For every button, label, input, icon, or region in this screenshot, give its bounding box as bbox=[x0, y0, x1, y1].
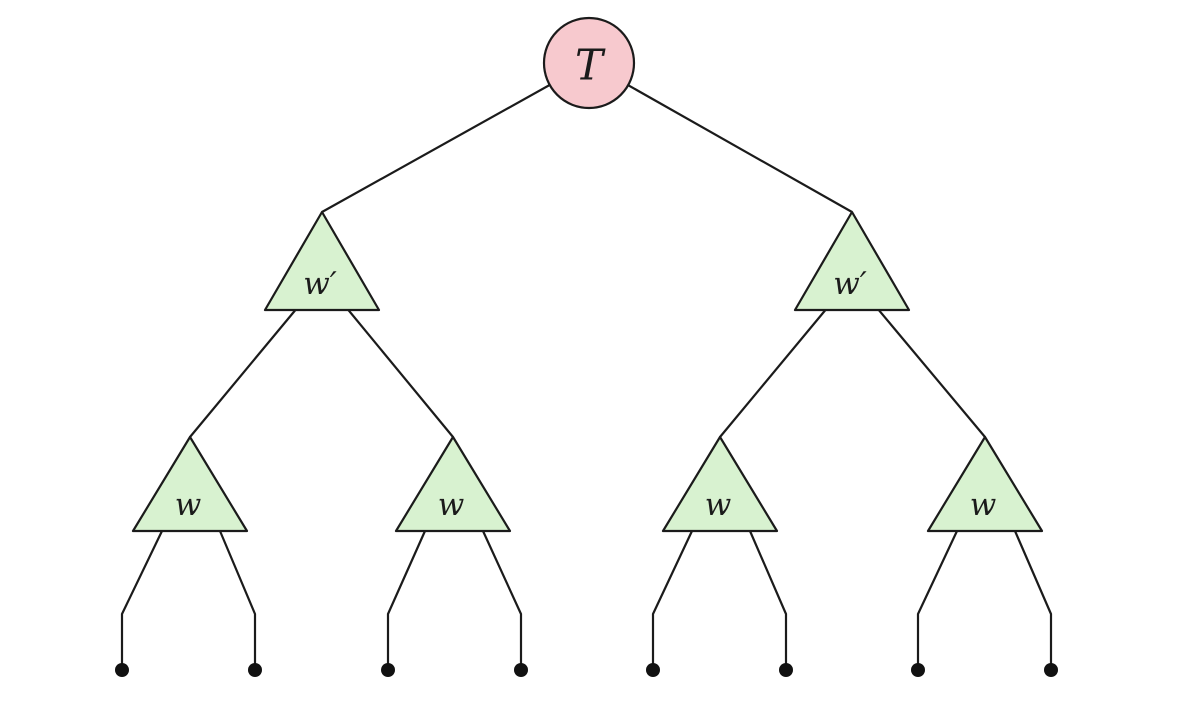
leaf-dot bbox=[911, 663, 925, 677]
word-triangle-node bbox=[926, 435, 1044, 533]
word-triangle-node-label: w bbox=[438, 487, 465, 523]
root-node-circle bbox=[542, 16, 636, 110]
leaf-dot bbox=[1044, 663, 1058, 677]
word-triangle-node bbox=[394, 435, 512, 533]
subtree-triangle-node bbox=[793, 210, 911, 312]
edge-root-to-subtree bbox=[588, 62, 853, 213]
leaf-dot bbox=[381, 663, 395, 677]
leaf-dot bbox=[514, 663, 528, 677]
leaf-leg bbox=[481, 530, 523, 670]
leaf-leg bbox=[1013, 530, 1053, 670]
leaf-dot bbox=[779, 663, 793, 677]
word-triangle-node bbox=[661, 435, 779, 533]
subtree-triangle-node bbox=[263, 210, 381, 312]
leaf-leg bbox=[218, 530, 257, 670]
word-triangle-node-label: w bbox=[705, 487, 732, 523]
leaf-leg bbox=[120, 530, 163, 670]
leaf-dot bbox=[115, 663, 129, 677]
leaf-leg bbox=[748, 530, 788, 670]
leaf-leg bbox=[651, 530, 693, 670]
root-node-label: T bbox=[575, 41, 606, 90]
word-triangle-node-label: w bbox=[970, 487, 997, 523]
word-triangle-node-label: w bbox=[175, 487, 202, 523]
edge-root-to-subtree bbox=[321, 62, 590, 213]
leaf-leg bbox=[386, 530, 427, 670]
word-triangle-node bbox=[131, 435, 249, 533]
subtree-triangle-node-label: w′ bbox=[833, 266, 867, 302]
leaf-dot bbox=[248, 663, 262, 677]
subtree-triangle-node-label: w′ bbox=[303, 266, 337, 302]
leaf-dot bbox=[646, 663, 660, 677]
leaf-leg bbox=[916, 530, 958, 670]
